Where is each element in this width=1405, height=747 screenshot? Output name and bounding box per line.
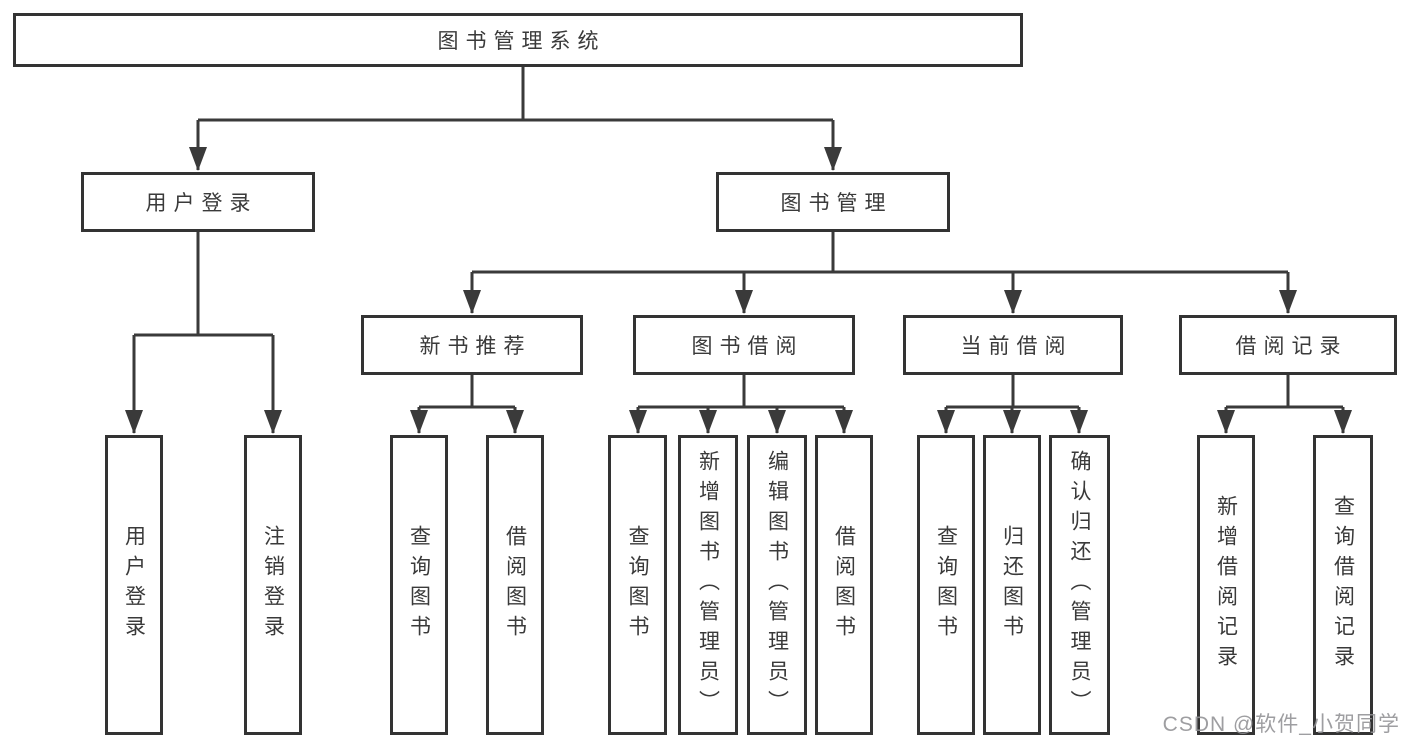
node-label: 借阅记录: [1235, 335, 1348, 358]
csdn-watermark: CSDN @软件_小贺同学: [1162, 713, 1400, 736]
leaf-label: 查询图书: [626, 525, 650, 645]
leaf-label: 归还图书: [1000, 525, 1024, 645]
leaf-label: 注销登录: [261, 525, 285, 645]
leaf-borrowing-add-books-admin: 新增图书（管理员）: [678, 435, 738, 735]
leaf-label: 查询图书: [934, 525, 958, 645]
leaf-label: 编辑图书（管理员）: [765, 450, 789, 720]
node-current-borrowing: 当前借阅: [903, 315, 1123, 375]
leaf-label: 借阅图书: [503, 525, 527, 645]
leaf-borrowing-borrow-books: 借阅图书: [815, 435, 873, 735]
node-label: 新书推荐: [419, 335, 532, 358]
node-new-book-recommendation: 新书推荐: [361, 315, 583, 375]
leaf-label: 新增图书（管理员）: [696, 450, 720, 720]
leaf-user-login: 用户登录: [105, 435, 163, 735]
node-library-management-system: 图书管理系统: [13, 13, 1023, 67]
node-borrowing-records: 借阅记录: [1179, 315, 1397, 375]
node-book-borrowing: 图书借阅: [633, 315, 855, 375]
leaf-records-add-borrow-record: 新增借阅记录: [1197, 435, 1255, 735]
node-label: 当前借阅: [960, 335, 1073, 358]
leaf-records-query-borrow-record: 查询借阅记录: [1313, 435, 1373, 735]
leaf-label: 借阅图书: [832, 525, 856, 645]
leaf-borrowing-edit-books-admin: 编辑图书（管理员）: [747, 435, 807, 735]
leaf-current-query-books: 查询图书: [917, 435, 975, 735]
node-user-login: 用户登录: [81, 172, 315, 232]
leaf-label: 查询图书: [407, 525, 431, 645]
leaf-recommend-query-books: 查询图书: [390, 435, 448, 735]
leaf-current-confirm-return-admin: 确认归还（管理员）: [1049, 435, 1110, 735]
node-label: 图书管理: [780, 192, 893, 215]
leaf-label: 查询借阅记录: [1331, 495, 1355, 675]
leaf-label: 确认归还（管理员）: [1068, 450, 1092, 720]
leaf-label: 新增借阅记录: [1214, 495, 1238, 675]
node-book-management: 图书管理: [716, 172, 950, 232]
node-label: 图书借阅: [691, 335, 804, 358]
leaf-logout: 注销登录: [244, 435, 302, 735]
leaf-label: 用户登录: [122, 525, 146, 645]
node-label: 用户登录: [145, 192, 258, 215]
leaf-current-return-books: 归还图书: [983, 435, 1041, 735]
leaf-borrowing-query-books: 查询图书: [608, 435, 667, 735]
leaf-recommend-borrow-books: 借阅图书: [486, 435, 544, 735]
node-label: 图书管理系统: [437, 30, 606, 53]
